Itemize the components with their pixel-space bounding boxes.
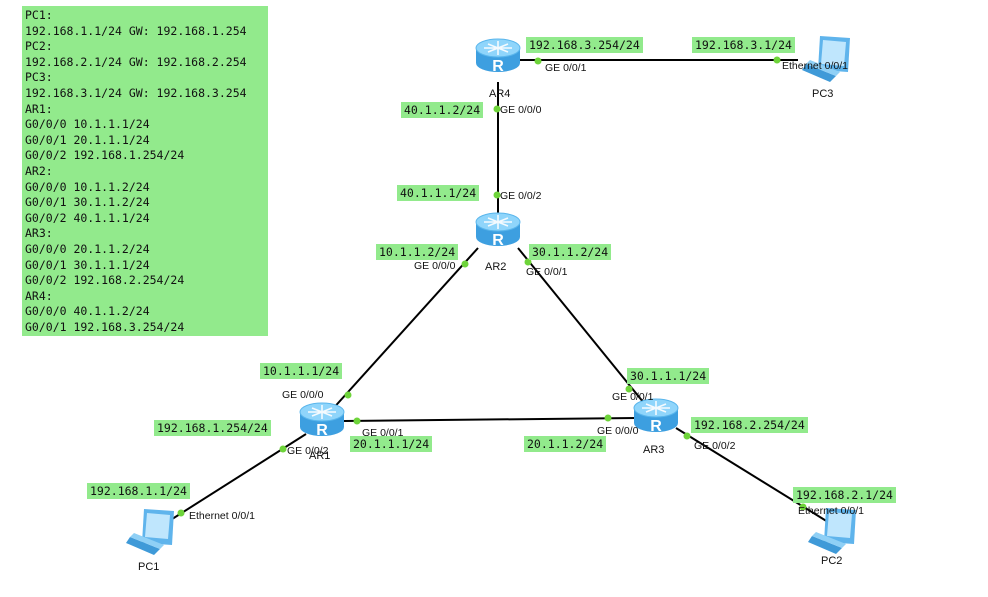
ip-label: 40.1.1.2/24 [401, 102, 484, 118]
link-ar2-ar3[interactable] [517, 247, 649, 409]
port-dot [683, 432, 691, 440]
router-ar2[interactable]: R [474, 210, 522, 257]
device-label: AR1 [309, 450, 331, 462]
pc-icon [808, 508, 856, 554]
note-line: G0/0/1 30.1.1.1/24 [25, 257, 150, 272]
note-line: 192.168.2.1/24 GW: 192.168.2.254 [25, 54, 247, 69]
device-label: AR3 [643, 444, 665, 456]
port-dot [344, 391, 352, 399]
device-label: AR2 [485, 261, 507, 273]
pc-icon [802, 36, 850, 82]
device-label: PC3 [812, 88, 834, 100]
router-ar4[interactable]: R [474, 36, 522, 83]
note-line: AR3: [25, 226, 53, 241]
ip-label: 192.168.3.1/24 [692, 37, 795, 53]
port-dot [524, 258, 532, 266]
port-dot [493, 191, 501, 199]
port-label: GE 0/0/2 [287, 445, 329, 457]
port-dot [799, 503, 807, 511]
note-line: G0/0/2 192.168.1.254/24 [25, 148, 185, 163]
port-label: GE 0/0/1 [545, 62, 587, 74]
port-dot [604, 414, 612, 422]
ip-label: 10.1.1.1/24 [260, 363, 343, 379]
device-label: PC2 [821, 555, 843, 567]
port-label: Ethernet 0/0/1 [782, 60, 848, 72]
ip-label: 192.168.2.254/24 [691, 417, 808, 433]
port-dot [353, 417, 361, 425]
pc-icon [126, 509, 174, 555]
port-dot [534, 57, 542, 65]
router-ar1[interactable]: R [298, 400, 346, 447]
link-ar2-ar1[interactable] [329, 247, 479, 413]
port-label: GE 0/0/1 [612, 391, 654, 403]
note-line: G0/0/0 10.1.1.2/24 [25, 179, 150, 194]
note-line: G0/0/1 192.168.3.254/24 [25, 319, 185, 334]
ip-label: 30.1.1.1/24 [627, 368, 710, 384]
note-line: PC1: [25, 8, 53, 22]
ip-label: 30.1.1.2/24 [529, 244, 612, 260]
note-line: G0/0/1 30.1.1.2/24 [25, 195, 150, 210]
router-icon: R [475, 38, 521, 75]
ip-label: 192.168.3.254/24 [526, 37, 643, 53]
port-dot [493, 105, 501, 113]
port-label: GE 0/0/2 [500, 190, 542, 202]
port-label: GE 0/0/0 [282, 389, 324, 401]
note-line: G0/0/0 40.1.1.2/24 [25, 304, 150, 319]
port-dot [177, 509, 185, 517]
port-label: GE 0/0/0 [500, 104, 542, 116]
router-ar3[interactable]: R [632, 396, 680, 443]
ip-label: 192.168.2.1/24 [793, 487, 896, 503]
link-ar1-ar3[interactable] [343, 417, 637, 422]
pc-pc1[interactable] [124, 507, 180, 562]
note-line: PC3: [25, 70, 53, 85]
port-label: GE 0/0/2 [694, 440, 736, 452]
pc-pc2[interactable] [806, 506, 862, 561]
port-label: Ethernet 0/0/1 [798, 505, 864, 517]
port-label: GE 0/0/0 [414, 260, 456, 272]
ip-label: 40.1.1.1/24 [397, 185, 480, 201]
note-line: 192.168.1.1/24 GW: 192.168.1.254 [25, 23, 247, 38]
port-label: GE 0/0/1 [526, 266, 568, 278]
svg-text:R: R [650, 418, 662, 435]
note-line: AR1: [25, 101, 53, 116]
ip-label: 192.168.1.1/24 [87, 483, 190, 499]
note-line: G0/0/2 40.1.1.1/24 [25, 210, 150, 225]
router-icon: R [299, 402, 345, 439]
note-line: G0/0/0 20.1.1.2/24 [25, 241, 150, 256]
port-dot [773, 56, 781, 64]
port-dot [279, 445, 287, 453]
note-line: G0/0/2 192.168.2.254/24 [25, 273, 185, 288]
config-note: PC1: 192.168.1.1/24 GW: 192.168.1.254 PC… [22, 6, 268, 336]
note-line: G0/0/0 10.1.1.1/24 [25, 117, 150, 132]
note-line: PC2: [25, 39, 53, 54]
note-line: 192.168.3.1/24 GW: 192.168.3.254 [25, 85, 247, 100]
ip-label: 10.1.1.2/24 [376, 244, 459, 260]
note-line: AR4: [25, 288, 53, 303]
router-icon: R [475, 212, 521, 249]
port-label: Ethernet 0/0/1 [189, 510, 255, 522]
router-icon: R [633, 398, 679, 435]
ip-label: 20.1.1.1/24 [350, 436, 433, 452]
note-line: G0/0/1 20.1.1.1/24 [25, 132, 150, 147]
svg-text:R: R [316, 422, 328, 439]
svg-text:R: R [492, 58, 504, 75]
port-label: GE 0/0/0 [597, 425, 639, 437]
svg-text:R: R [492, 232, 504, 249]
ip-label: 20.1.1.2/24 [524, 436, 607, 452]
port-dot [461, 260, 469, 268]
device-label: AR4 [489, 88, 511, 100]
ip-label: 192.168.1.254/24 [154, 420, 271, 436]
note-line: AR2: [25, 163, 53, 178]
port-dot [625, 385, 633, 393]
device-label: PC1 [138, 561, 160, 573]
pc-pc3[interactable] [800, 34, 856, 89]
